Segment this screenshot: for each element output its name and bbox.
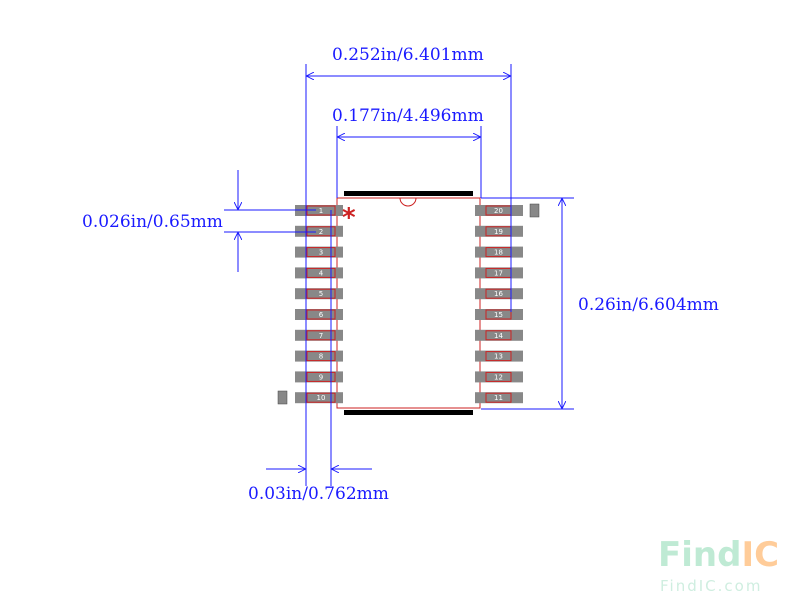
lead-outline-10 — [306, 392, 336, 403]
pad-left-3 — [295, 246, 343, 258]
lead-outline-2 — [306, 226, 336, 237]
pad-left-6 — [295, 309, 343, 320]
pin-number-11: 11 — [494, 394, 503, 402]
pad-right-18 — [475, 246, 523, 258]
pin-number-2: 2 — [319, 228, 323, 236]
lead-outline-8 — [306, 351, 336, 362]
pad-right-20 — [475, 205, 523, 216]
watermark-ic: IC — [741, 535, 779, 575]
lead-outline-5 — [306, 288, 336, 299]
pad-right-12 — [475, 371, 523, 383]
pin-number-18: 18 — [494, 249, 503, 257]
silkscreen-top-bar — [344, 191, 473, 196]
silkscreen-bottom-bar — [344, 410, 473, 415]
pad-left-9 — [295, 371, 343, 383]
pin-number-1: 1 — [319, 207, 323, 215]
pin-number-13: 13 — [494, 353, 503, 361]
pad-right-15 — [475, 309, 523, 320]
lead-outline-12 — [485, 371, 512, 382]
height-label: 0.26in/6.604mm — [578, 295, 719, 315]
pad-left-1 — [295, 205, 343, 216]
pin-number-16: 16 — [494, 290, 503, 298]
package-body-outline — [336, 197, 481, 409]
pad-right-16 — [475, 288, 523, 300]
pin-number-12: 12 — [494, 373, 503, 381]
pin-number-9: 9 — [319, 373, 323, 381]
pad-left-10 — [295, 392, 343, 404]
lead-outline-13 — [485, 351, 512, 362]
pin-number-5: 5 — [319, 290, 323, 298]
pitch-label: 0.026in/0.65mm — [82, 212, 223, 232]
right-pad-column: 20 19 18 17 16 15 14 13 12 11 — [475, 205, 523, 404]
watermark-find: Find — [658, 535, 741, 575]
pin1-marker-icon: * — [342, 203, 356, 233]
lead-outline-9 — [306, 371, 336, 382]
pin-number-10: 10 — [317, 394, 326, 402]
pad-left-7 — [295, 329, 343, 341]
lead-outline-4 — [306, 267, 336, 278]
pin-number-20: 20 — [494, 207, 503, 215]
pad-left-2 — [295, 225, 343, 237]
pin1-notch — [399, 197, 417, 207]
pin-number-15: 15 — [494, 311, 503, 319]
pad-width-label: 0.03in/0.762mm — [248, 484, 389, 504]
body-width-label: 0.177in/4.496mm — [332, 106, 484, 126]
watermark-url: FindIC.com — [660, 577, 762, 595]
pad-right-14 — [475, 329, 523, 341]
pad-left-4 — [295, 267, 343, 279]
pad-right-13 — [475, 350, 523, 362]
pin-number-19: 19 — [494, 228, 503, 236]
lead-outline-15 — [485, 309, 512, 320]
overall-width-label: 0.252in/6.401mm — [332, 45, 484, 65]
lead-outline-6 — [306, 309, 336, 320]
lead-outline-14 — [485, 330, 512, 341]
pad-right-19 — [475, 225, 523, 237]
lead-outline-3 — [306, 247, 336, 258]
pad-left-8 — [295, 350, 343, 362]
pad-right-17 — [475, 267, 523, 279]
lead-outline-11 — [485, 392, 512, 403]
pin-number-6: 6 — [319, 311, 324, 319]
svg-text:FindIC: FindIC — [658, 535, 779, 575]
orientation-mark-right — [529, 203, 540, 218]
pad-right-11 — [475, 392, 523, 404]
pin-number-7: 7 — [319, 332, 323, 340]
pad-left-5 — [295, 288, 343, 300]
left-pad-column: 1 2 3 4 5 6 7 8 9 10 — [295, 205, 343, 404]
pin-number-4: 4 — [319, 269, 324, 277]
pin-number-3: 3 — [319, 249, 323, 257]
pin-number-8: 8 — [319, 353, 323, 361]
pin-number-17: 17 — [494, 269, 503, 277]
findic-watermark: FindIC FindIC.com — [658, 535, 779, 595]
orientation-mark-left — [277, 390, 288, 405]
lead-outline-7 — [306, 330, 336, 341]
pin-number-14: 14 — [494, 332, 503, 340]
